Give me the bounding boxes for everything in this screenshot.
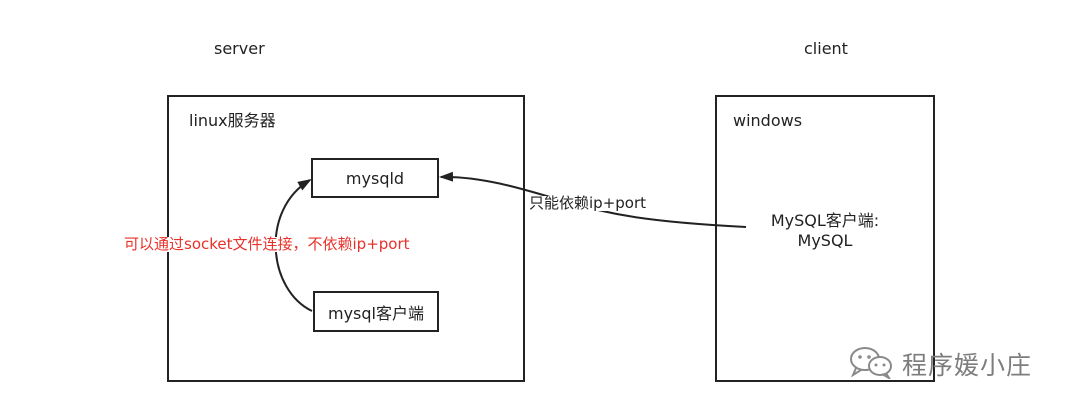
linux-server-label: linux服务器	[189, 111, 276, 130]
watermark-text: 程序媛小庄	[902, 351, 1033, 380]
client-app-caption: MySQL客户端: MySQL	[745, 211, 905, 251]
mysqld-node: mysqld	[311, 158, 439, 198]
wechat-icon	[848, 345, 894, 383]
windows-client-box	[715, 95, 935, 382]
watermark: 程序媛小庄	[848, 344, 1032, 384]
client-heading: client	[804, 39, 848, 58]
remote-connection-note: 只能依赖ip+port	[527, 194, 649, 212]
mysql-client-node: mysql客户端	[313, 291, 439, 332]
server-heading: server	[214, 39, 265, 58]
socket-connection-note: 可以通过socket文件连接，不依赖ip+port	[122, 235, 412, 253]
client-app-caption-line2: MySQL	[797, 231, 853, 250]
client-app-caption-line1: MySQL客户端:	[770, 211, 880, 230]
windows-client-label: windows	[733, 111, 803, 130]
